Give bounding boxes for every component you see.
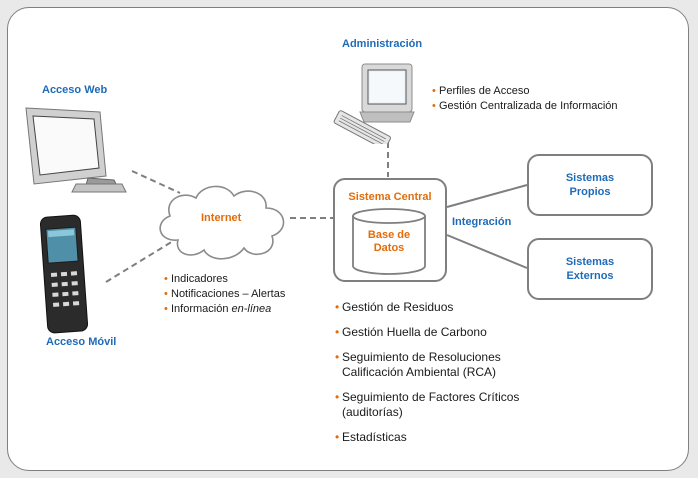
external-systems-box: Sistemas Externos <box>527 238 653 300</box>
database-label: Base de Datos <box>367 229 411 254</box>
own-systems-box: Sistemas Propios <box>527 154 653 216</box>
list-item: Gestión de Residuos <box>335 300 545 315</box>
internet-label: Internet <box>201 212 242 224</box>
web-access-label: Acceso Web <box>42 84 108 96</box>
cloud-icon <box>159 185 285 260</box>
list-item: Perfiles de Acceso <box>432 84 618 99</box>
list-item: Estadísticas <box>335 430 545 445</box>
list-item: Seguimiento de Factores Críticos (audito… <box>335 390 545 420</box>
central-feature-list: Gestión de Residuos Gestión Huella de Ca… <box>335 300 545 445</box>
mobile-access-label: Acceso Móvil <box>46 336 117 348</box>
desktop-computer-icon <box>333 63 415 144</box>
integration-label: Integración <box>452 216 512 228</box>
list-item: Gestión Centralizada de Información <box>432 99 618 114</box>
admin-label: Administración <box>342 38 423 50</box>
admin-feature-list: Perfiles de Acceso Gestión Centralizada … <box>432 84 618 114</box>
list-item: Seguimiento de Resoluciones Calificación… <box>335 350 545 380</box>
list-item: Notificaciones – Alertas <box>164 287 285 302</box>
internet-feature-list: Indicadores Notificaciones – Alertas Inf… <box>164 272 285 317</box>
mobile-phone-icon <box>40 214 89 334</box>
monitor-icon <box>25 107 127 193</box>
database-icon <box>352 208 426 275</box>
list-item: Información en-línea <box>164 302 285 317</box>
central-system-label: Sistema Central <box>348 191 432 203</box>
list-item: Indicadores <box>164 272 285 287</box>
list-item: Gestión Huella de Carbono <box>335 325 545 340</box>
